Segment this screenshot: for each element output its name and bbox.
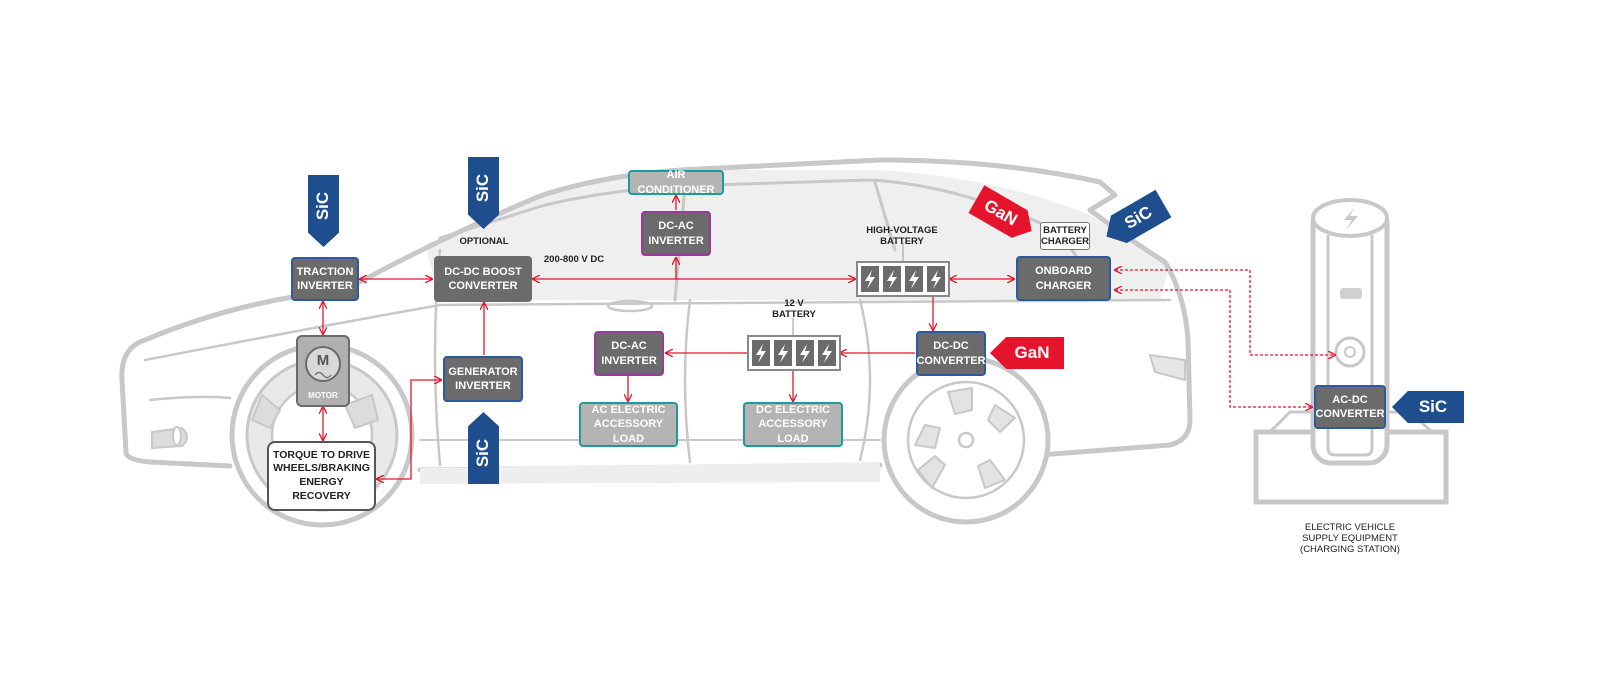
sic-tag-boost: SiC [468,157,499,229]
car-door-line [858,298,872,462]
air-conditioner-box: AIR CONDITIONER [628,169,724,196]
evse-label: ELECTRIC VEHICLE SUPPLY EQUIPMENT (CHARG… [1300,522,1400,556]
sic-tag-acdc-converter: SiC [1392,391,1464,423]
torque-box: TORQUE TO DRIVE WHEELS/BRAKING ENERGY RE… [267,441,376,511]
dcac-inverter-mid-box: DC-AC INVERTER [594,331,664,376]
car-window-rear [873,180,897,252]
traction-inverter-box: TRACTION INVERTER [291,257,359,301]
dc-electric-accessory-load-box: DC ELECTRIC ACCESSORY LOAD [743,402,843,447]
power-connectors [323,196,1335,479]
sic-tag-generator: SiC [468,412,499,484]
motor-label: MOTOR [308,391,338,400]
voltage-label: 200-800 V DC [543,254,605,265]
dcdc-converter-box: DC-DC CONVERTER [916,331,986,376]
charging-station-bolt-icon [1344,208,1358,230]
battery-charger-box: BATTERY CHARGER [1040,222,1090,250]
high-voltage-battery [856,261,950,297]
high-voltage-battery-label: HIGH-VOLTAGE BATTERY [866,225,938,248]
gan-tag-dcdc-converter: GaN [990,337,1064,369]
motor-symbol: M [316,352,330,369]
dcac-inverter-box: DC-AC INVERTER [641,211,711,256]
ac-electric-accessory-load-box: AC ELECTRIC ACCESSORY LOAD [579,402,678,447]
dcdc-boost-converter-box: DC-DC BOOST CONVERTER [434,256,532,302]
motor-icon [296,335,350,407]
12v-battery [747,335,841,371]
connector [377,380,441,479]
charge-connector [1115,290,1312,407]
acdc-converter-box: AC-DC CONVERTER [1314,385,1386,429]
12v-battery-label: 12 V BATTERY [772,298,816,321]
sic-tag-traction: SiC [308,175,339,247]
rear-wheel [881,355,1051,525]
car-door-line [683,298,692,464]
charging-station [1253,198,1449,505]
onboard-charger-box: ONBOARD CHARGER [1016,256,1111,301]
generator-inverter-box: GENERATOR INVERTER [443,356,523,402]
optional-label: OPTIONAL [459,236,509,247]
